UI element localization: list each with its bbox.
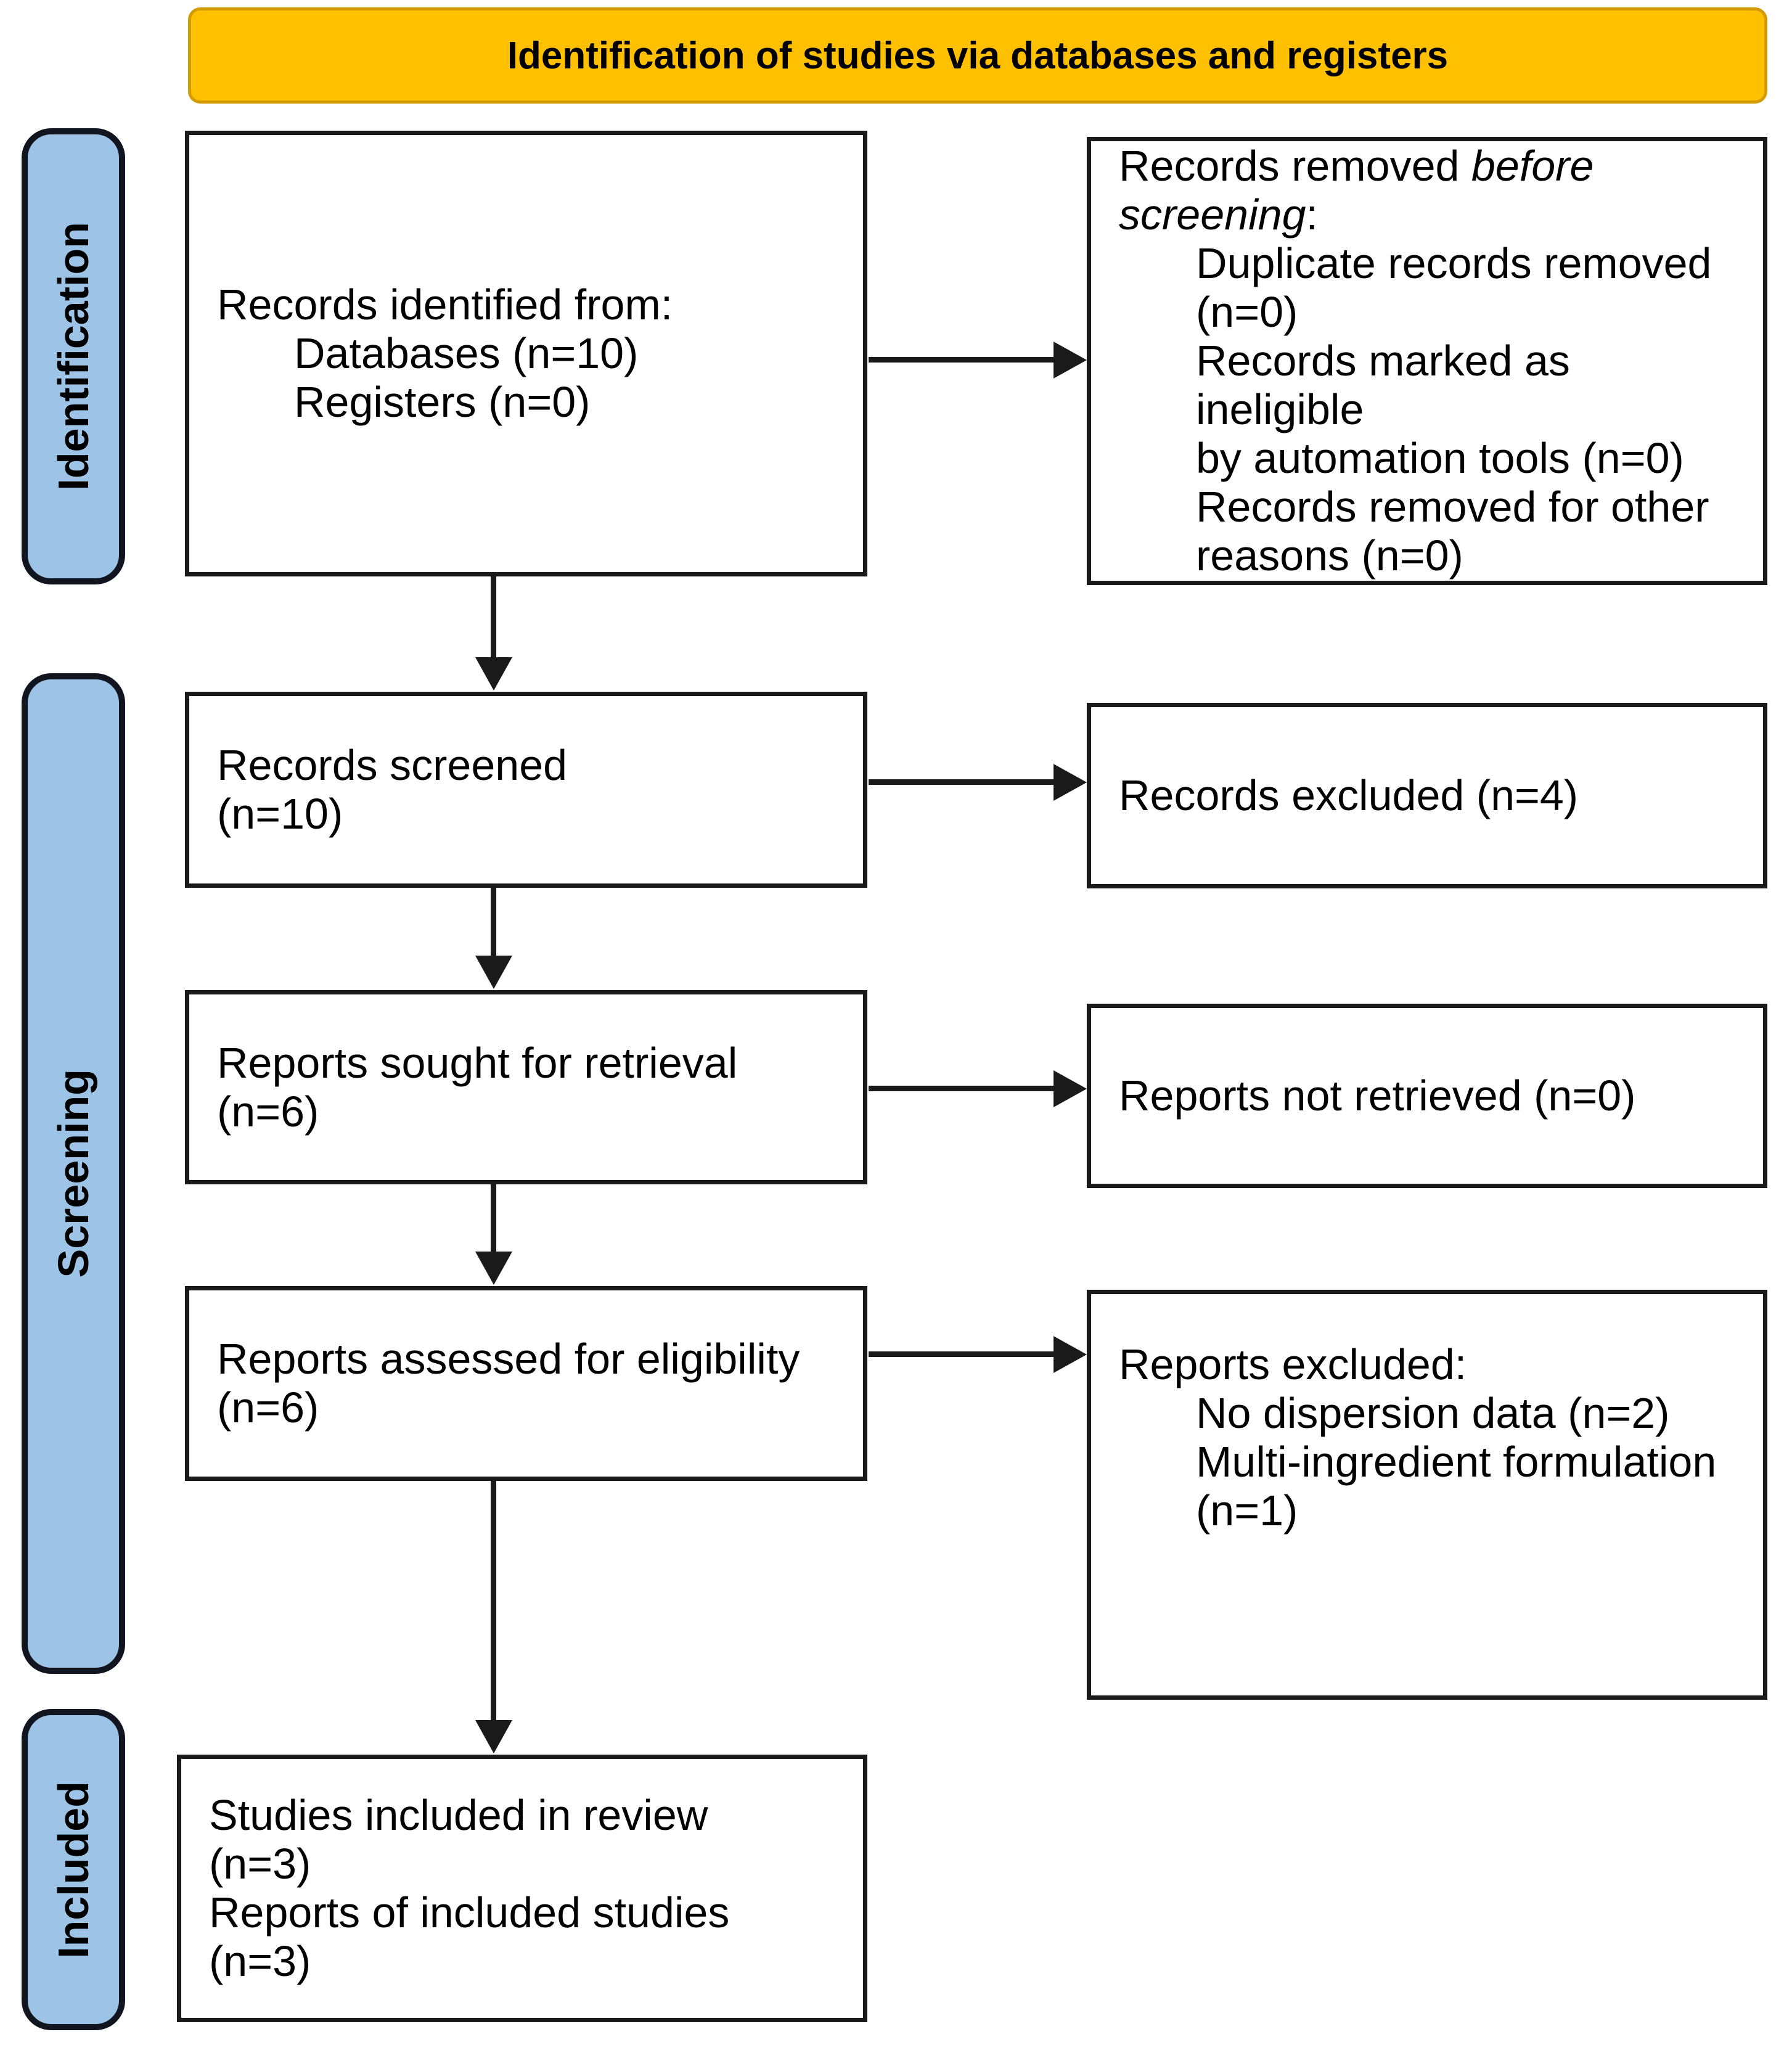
stage-label-included: Included	[49, 1781, 97, 1959]
box-records-identified: Records identified from: Databases (n=10…	[185, 131, 867, 576]
records-removed-item-automation-line2: by automation tools (n=0)	[1196, 434, 1684, 482]
box-records-screened: Records screened (n=10)	[185, 692, 867, 888]
box-reports-sought-line1: Reports sought for retrieval	[217, 1038, 738, 1087]
box-studies-included-line1: Studies included in review	[209, 1791, 708, 1839]
records-removed-item-duplicates-line1: Duplicate records removed	[1196, 239, 1712, 287]
reports-excluded-item-dispersion: No dispersion data (n=2)	[1196, 1389, 1670, 1437]
stage-label-screening: Screening	[49, 1069, 97, 1278]
stage-bar-identification: Identification	[22, 128, 125, 584]
box-studies-included-line4: (n=3)	[209, 1937, 311, 1985]
box-records-excluded-line1: Records excluded (n=4)	[1119, 771, 1579, 819]
stage-label-identification: Identification	[49, 222, 97, 491]
box-reports-excluded-title: Reports excluded:	[1119, 1340, 1467, 1388]
reports-excluded-item-multi-line2: (n=1)	[1196, 1486, 1298, 1535]
box-records-removed-title-line2: screening:	[1119, 191, 1318, 239]
box-records-screened-line2: (n=10)	[217, 790, 343, 838]
box-records-excluded: Records excluded (n=4)	[1087, 703, 1767, 888]
box-records-screened-line1: Records screened	[217, 741, 568, 789]
stage-bar-included: Included	[22, 1709, 125, 2030]
box-reports-assessed-line1: Reports assessed for eligibility	[217, 1335, 800, 1383]
box-records-identified-item-databases: Databases (n=10)	[294, 329, 639, 377]
box-reports-excluded: Reports excluded: No dispersion data (n=…	[1087, 1290, 1767, 1700]
arrow-screened-to-excluded	[869, 763, 1087, 801]
arrowhead-down-icon	[475, 657, 512, 691]
box-records-identified-item-registers: Registers (n=0)	[294, 378, 591, 426]
records-removed-item-other-line1: Records removed for other	[1196, 483, 1709, 531]
box-reports-assessed: Reports assessed for eligibility (n=6)	[185, 1286, 867, 1481]
box-studies-included: Studies included in review (n=3) Reports…	[177, 1755, 867, 2022]
box-reports-not-retrieved-line1: Reports not retrieved (n=0)	[1119, 1072, 1636, 1120]
arrow-sought-to-assessed	[475, 1183, 512, 1285]
box-studies-included-line2: (n=3)	[209, 1840, 311, 1888]
banner-identification-of-studies: Identification of studies via databases …	[188, 7, 1767, 104]
records-removed-title-italic2: screening	[1119, 191, 1306, 239]
arrow-identified-to-removed	[869, 341, 1087, 379]
records-removed-title-colon: :	[1306, 191, 1318, 239]
records-removed-item-automation-line1: Records marked as ineligible	[1196, 337, 1570, 433]
reports-excluded-item-multi-line1: Multi-ingredient formulation	[1196, 1438, 1717, 1486]
box-records-removed-title-line1: Records removed before	[1119, 142, 1594, 191]
records-removed-title-italic1: before	[1471, 142, 1594, 190]
records-removed-item-other-line2: reasons (n=0)	[1196, 531, 1463, 580]
arrowhead-down-icon	[475, 1252, 512, 1285]
arrowhead-right-icon	[1054, 341, 1087, 379]
box-reports-sought-line2: (n=6)	[217, 1087, 319, 1136]
arrow-assessed-to-reports-excluded	[869, 1335, 1087, 1373]
arrowhead-right-icon	[1054, 1335, 1087, 1373]
box-reports-assessed-line2: (n=6)	[217, 1383, 319, 1432]
box-reports-sought: Reports sought for retrieval (n=6)	[185, 990, 867, 1184]
box-records-removed-before-screening: Records removed before screening: Duplic…	[1087, 137, 1767, 585]
arrow-assessed-to-included	[475, 1480, 512, 1753]
arrow-identified-to-screened	[475, 576, 512, 691]
arrowhead-down-icon	[475, 1720, 512, 1753]
arrow-sought-to-not-retrieved	[869, 1070, 1087, 1107]
arrowhead-right-icon	[1054, 763, 1087, 801]
records-removed-title-normal: Records removed	[1119, 142, 1471, 190]
banner-title: Identification of studies via databases …	[507, 34, 1449, 77]
arrowhead-down-icon	[475, 956, 512, 989]
box-reports-not-retrieved: Reports not retrieved (n=0)	[1087, 1004, 1767, 1188]
arrow-screened-to-sought	[475, 887, 512, 989]
records-removed-item-duplicates-line2: (n=0)	[1196, 288, 1298, 336]
box-studies-included-line3: Reports of included studies	[209, 1888, 730, 1936]
stage-bar-screening: Screening	[22, 673, 125, 1674]
arrowhead-right-icon	[1054, 1070, 1087, 1107]
box-records-identified-title: Records identified from:	[217, 281, 673, 329]
